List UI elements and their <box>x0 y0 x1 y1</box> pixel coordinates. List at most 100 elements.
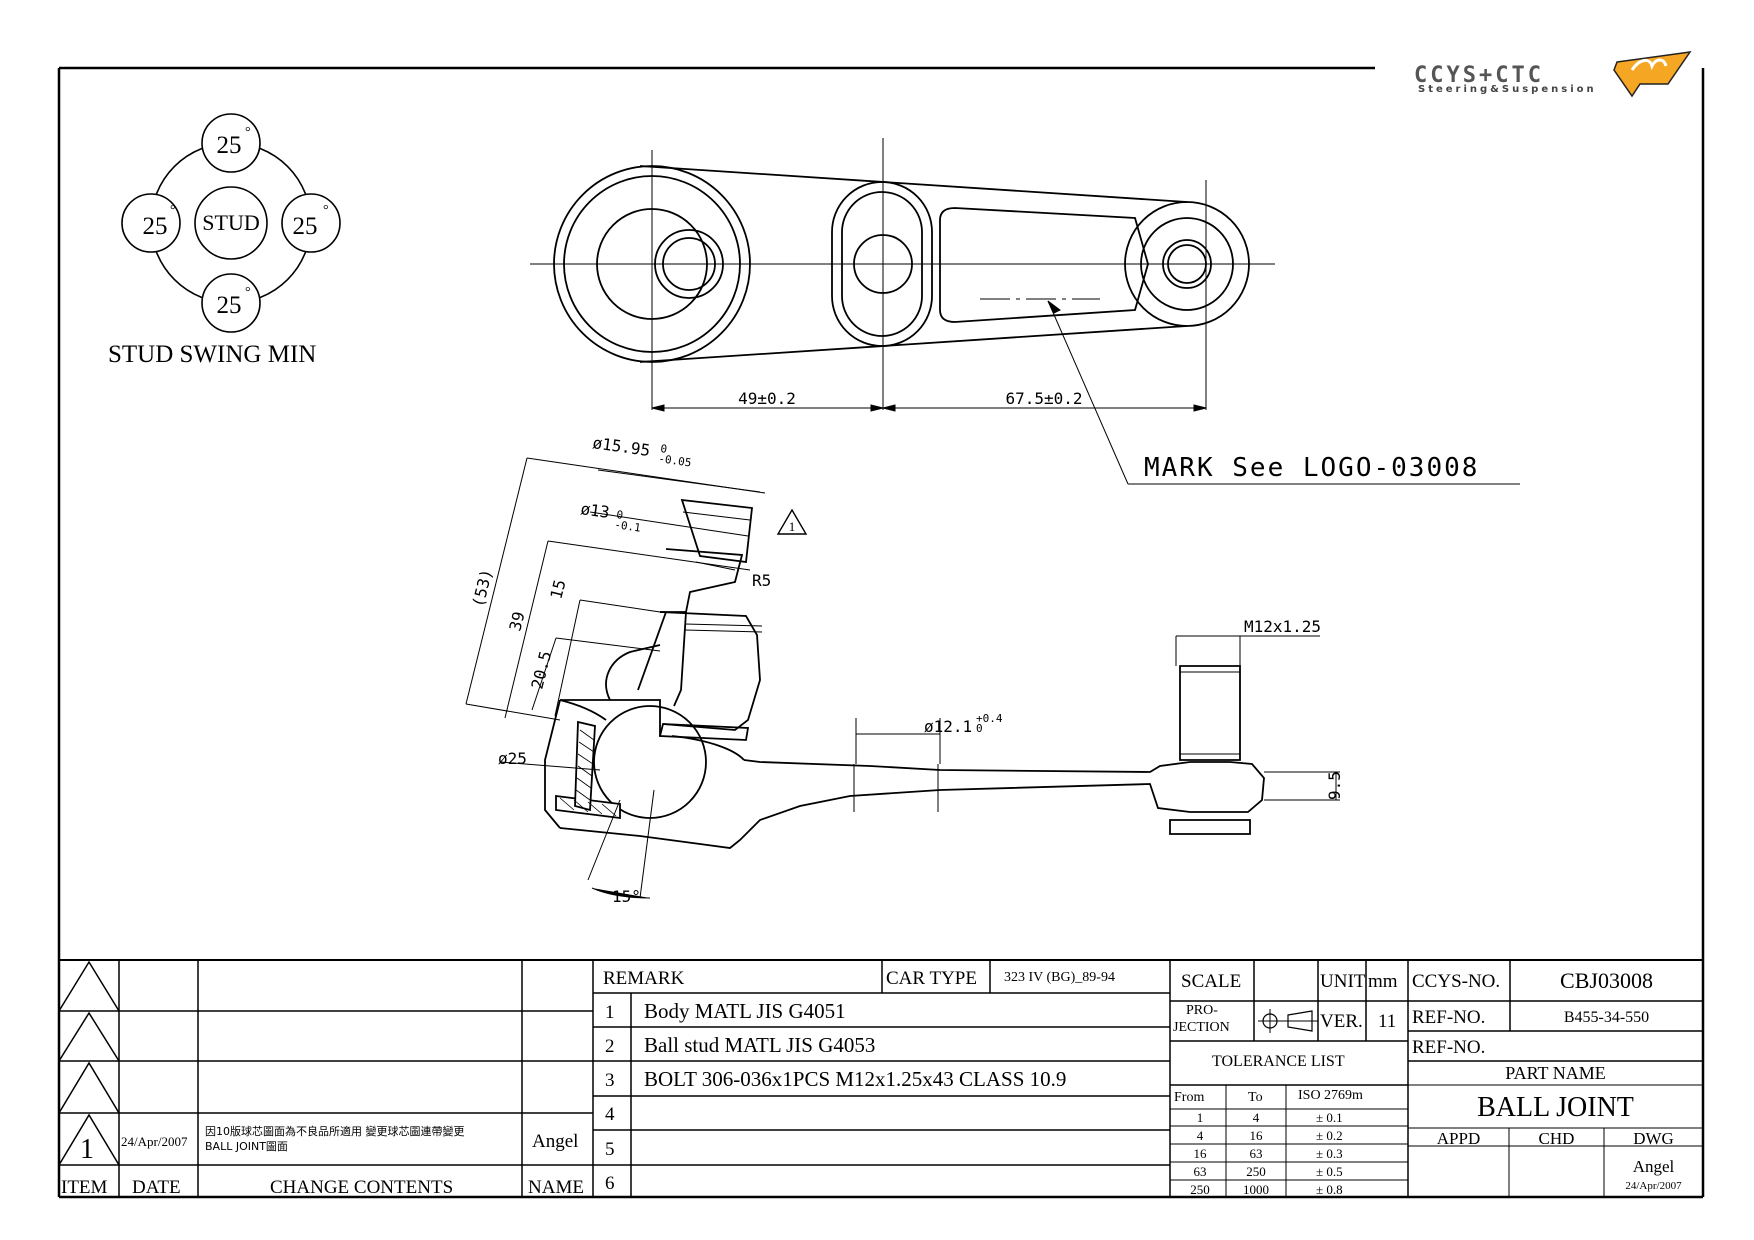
ver-label: VER. <box>1320 1011 1363 1032</box>
dim-15: 15 <box>546 578 569 601</box>
scale-label: SCALE <box>1181 971 1242 992</box>
tol-from: 63 <box>1193 1164 1207 1179</box>
warning-mark: 1 <box>789 519 796 534</box>
rev-date: 24/Apr/2007 <box>121 1134 188 1149</box>
tol-header-to: To <box>1248 1090 1263 1105</box>
header-date: DATE <box>132 1177 181 1198</box>
tol-value: ± 0.5 <box>1316 1164 1343 1179</box>
logo-tagline: Steering&Suspension <box>1418 84 1597 95</box>
stud-label: STUD <box>202 210 259 235</box>
remark-text: BOLT 306-036x1PCS M12x1.25x43 CLASS 10.9 <box>644 1067 1067 1091</box>
rev-name: Angel <box>532 1131 579 1152</box>
unit-value: mm <box>1368 971 1398 992</box>
stud-swing-caption: STUD SWING MIN <box>108 341 316 368</box>
side-view <box>544 498 1265 849</box>
tol-value: ± 0.1 <box>1316 1110 1343 1125</box>
remark-no: 2 <box>605 1036 615 1057</box>
dim-ball-dia: ø25 <box>498 749 527 768</box>
ccys-no-label: CCYS-NO. <box>1412 971 1501 992</box>
car-type-value: 323 IV (BG)_89-94 <box>1004 970 1115 985</box>
dim-tol: +0.4 <box>976 712 1003 725</box>
dim-r5: R5 <box>752 571 771 590</box>
remark-label: REMARK <box>603 968 685 989</box>
swing-angle-left: 25 <box>143 213 168 240</box>
dwg-name: Angel <box>1632 1157 1675 1176</box>
header-name: NAME <box>528 1177 584 1198</box>
remark-text: Body MATL JIS G4051 <box>644 999 846 1023</box>
tol-from: 4 <box>1196 1128 1204 1143</box>
remark-no: 4 <box>605 1104 615 1125</box>
tol-header-from: From <box>1174 1090 1205 1105</box>
swing-angle-bottom: 25 <box>217 292 242 319</box>
dim-tol-0: 0 <box>660 442 668 456</box>
remark-no: 5 <box>605 1139 615 1160</box>
tolerance-title: TOLERANCE LIST <box>1212 1053 1345 1070</box>
side-view-dimensions <box>465 457 1340 899</box>
tol-from: 16 <box>1193 1146 1207 1161</box>
ref-no-label: REF-NO. <box>1412 1037 1486 1058</box>
tol-header-std: ISO 2769m <box>1298 1088 1363 1103</box>
header-item: ITEM <box>61 1177 108 1198</box>
remark-no: 6 <box>605 1173 615 1194</box>
degree-mark: ° <box>245 285 251 300</box>
projection-label-1: PRO- <box>1186 1003 1218 1018</box>
mark-note: MARK See LOGO-03008 <box>1144 453 1479 483</box>
tol-value: ± 0.8 <box>1316 1182 1343 1197</box>
tol-to: 4 <box>1252 1110 1260 1125</box>
stud-swing-diagram <box>121 113 341 333</box>
dim-angle-15: 15° <box>612 887 641 906</box>
top-view-centerlines <box>530 138 1520 485</box>
tol-from: 250 <box>1190 1182 1210 1197</box>
ref-no-value: B455-34-550 <box>1563 1009 1650 1026</box>
dim-tol: -0.1 <box>614 518 642 535</box>
dim-67-5: 67.5±0.2 <box>1005 389 1082 408</box>
remark-no: 1 <box>605 1002 615 1023</box>
tol-value: ± 0.3 <box>1316 1146 1343 1161</box>
degree-mark: ° <box>323 203 329 218</box>
swing-angle-right: 25 <box>293 213 318 240</box>
part-name-label: PART NAME <box>1505 1063 1606 1083</box>
dim-stud-dia-top: ø15.95 <box>591 433 651 460</box>
dim-tol-0: 0 <box>976 722 983 735</box>
ccys-no-value: CBJ03008 <box>1560 968 1653 993</box>
title-block-grid <box>58 960 1703 1197</box>
tol-from: 1 <box>1196 1110 1204 1125</box>
tol-to: 1000 <box>1243 1182 1269 1197</box>
dwg-date: 24/Apr/2007 <box>1625 1180 1682 1192</box>
header-contents: CHANGE CONTENTS <box>270 1177 454 1198</box>
rev-contents-line1: 因10版球芯圖面為不良品所適用 變更球芯圖連帶變更 <box>205 1125 465 1138</box>
dim-stud-dia-mid: ø13 <box>579 499 610 522</box>
degree-mark: ° <box>245 125 251 140</box>
dim-20-5: 20.5 <box>527 649 555 691</box>
tol-to: 16 <box>1249 1128 1263 1143</box>
chd-label: CHD <box>1538 1129 1575 1148</box>
car-type-label: CAR TYPE <box>886 968 977 989</box>
dim-39: 39 <box>505 610 528 633</box>
remark-no: 3 <box>605 1070 615 1091</box>
dim-thread: M12x1.25 <box>1244 617 1321 636</box>
dim-49: 49±0.2 <box>738 389 796 408</box>
projection-label-2: JECTION <box>1173 1020 1230 1035</box>
dim-overall-height: (53) <box>468 567 496 609</box>
ref-no-label: REF-NO. <box>1412 1007 1486 1028</box>
unit-label: UNIT <box>1320 971 1366 992</box>
logo-brand: CCYS+CTC <box>1414 63 1544 88</box>
rev-item: 1 <box>80 1134 94 1165</box>
dwg-label: DWG <box>1633 1129 1674 1148</box>
degree-mark: ° <box>170 203 176 218</box>
rev-contents-line2: BALL JOINT圖面 <box>205 1140 288 1153</box>
part-name-value: BALL JOINT <box>1477 1092 1634 1123</box>
swing-angle-top: 25 <box>217 132 242 159</box>
tol-to: 63 <box>1249 1146 1263 1161</box>
tol-value: ± 0.2 <box>1316 1128 1343 1143</box>
company-logo: CCYS+CTC Steering&Suspension <box>1414 51 1692 98</box>
dim-shaft-dia: ø12.1 <box>924 717 972 736</box>
drawing-frame <box>57 66 1705 1199</box>
tol-to: 250 <box>1246 1164 1266 1179</box>
dim-tol: -0.05 <box>658 452 693 469</box>
dim-thickness: 9.5 <box>1325 771 1344 800</box>
appd-label: APPD <box>1436 1129 1481 1148</box>
remark-text: Ball stud MATL JIS G4053 <box>644 1033 876 1057</box>
ver-value: 11 <box>1378 1011 1397 1032</box>
